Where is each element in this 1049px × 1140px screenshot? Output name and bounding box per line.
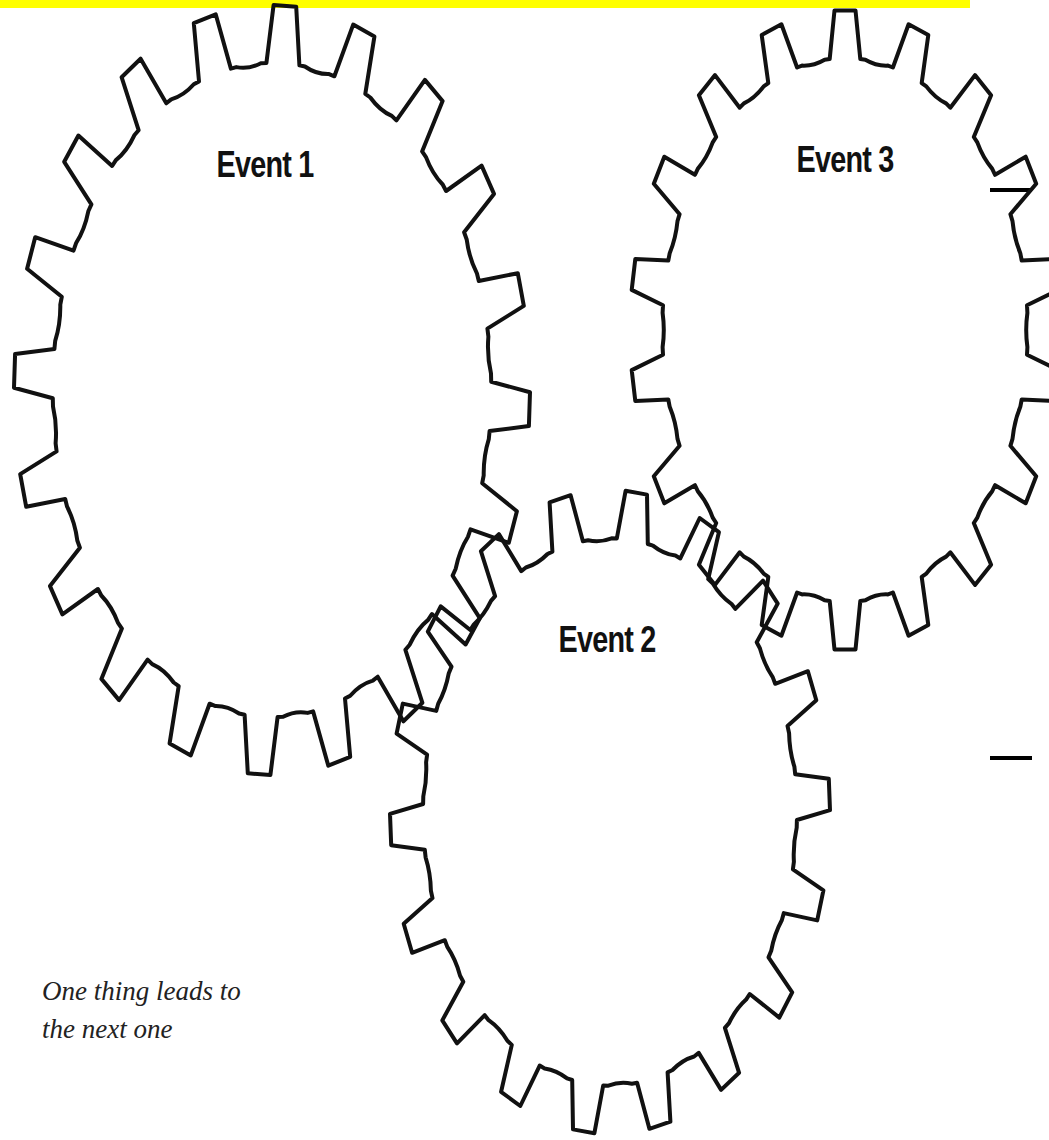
gear-node: Event 2	[390, 490, 830, 1134]
event-title: Event 2	[559, 619, 656, 661]
event-title: Event 1	[217, 144, 314, 186]
gear-outline	[14, 5, 530, 775]
gear-outline	[630, 10, 1049, 650]
event-title: Event 3	[797, 139, 894, 181]
gear-outline	[390, 490, 830, 1134]
gear-node: Event 1	[14, 5, 530, 775]
gear-node: Event 3	[630, 10, 1049, 650]
highlight-bar	[0, 0, 970, 8]
caption-note: One thing leads to the next one	[42, 972, 277, 1048]
